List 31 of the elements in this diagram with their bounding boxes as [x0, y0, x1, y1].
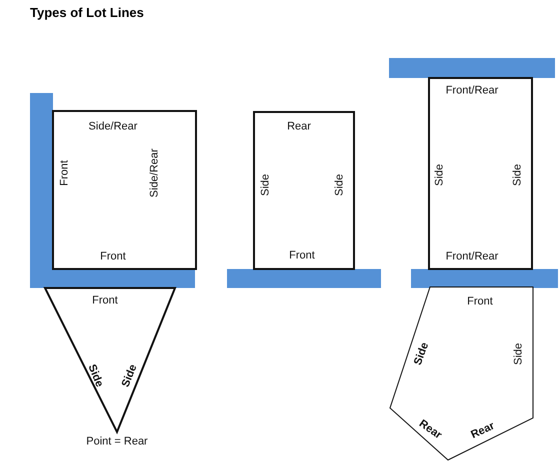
street-bar [411, 269, 558, 288]
lot-caption: Point = Rear [86, 436, 148, 448]
lot-line-label: Front/Rear [446, 86, 498, 96]
lot-shape [53, 111, 196, 269]
lot-line-label: Front [289, 250, 315, 262]
lot-line-label: Rear [470, 420, 496, 442]
lot-line-label: Side [86, 363, 104, 389]
lot-line-label: Front [467, 296, 493, 308]
lot-shape [254, 112, 354, 269]
diagram-title: Types of Lot Lines [30, 5, 144, 20]
street-bar [227, 269, 381, 288]
street-bar [30, 93, 53, 270]
street-bar [389, 58, 555, 78]
lot-line-label: Side [412, 341, 432, 367]
lot-line-label: Front [60, 160, 70, 186]
lot-line-label: Rear [287, 122, 311, 132]
street-bar [30, 269, 195, 288]
lot-line-label: Side [260, 174, 272, 196]
lot-line-label: Side [120, 363, 140, 389]
lot-line-label: Rear [416, 418, 444, 442]
lot-line-label: Front/Rear [446, 252, 498, 262]
lot-line-label: Side [334, 174, 346, 196]
lot-line-label: Side/Rear [88, 122, 138, 132]
lot-shape [429, 78, 532, 269]
lot-line-label: Side [514, 342, 524, 366]
lot-line-label: Front [92, 296, 118, 306]
lot-shape [390, 287, 533, 460]
lot-line-label: Side [434, 164, 446, 186]
lot-line-label: Side/Rear [150, 148, 160, 198]
lot-line-label: Front [100, 252, 126, 262]
lot-line-label: Side [512, 164, 524, 186]
